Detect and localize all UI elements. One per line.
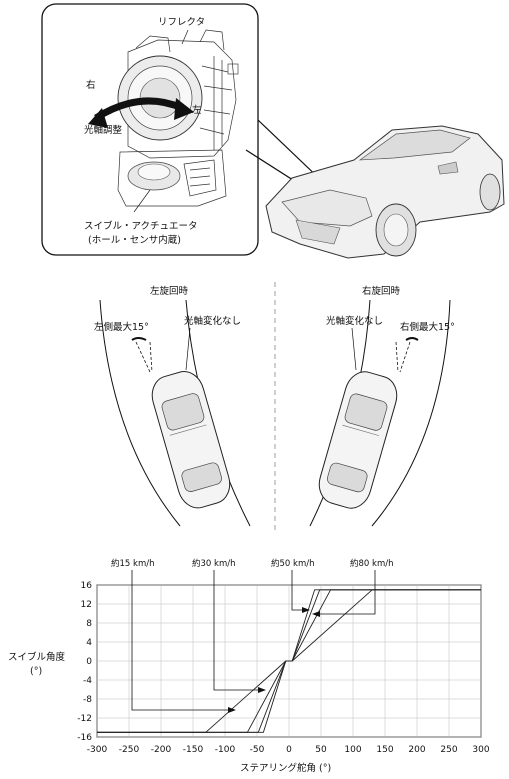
x-tick-labels: -300 -250 -200 -150 -100 -50 0 50 100 150 200 250 30… [87,745,490,755]
left-turn-diagram: 左旋回時 左側最大15° 光軸変化なし [94,285,251,527]
x-tick-label: -250 [119,745,140,755]
y-tick-label: 4 [86,638,92,648]
right-turn-title: 右旋回時 [362,285,401,297]
y-axis-unit: (°) [30,666,42,677]
x-tick-label: 200 [408,745,425,755]
left-turn-title: 左旋回時 [150,285,189,297]
callout-leaders [131,570,376,711]
right-turn-car-icon [318,371,398,509]
right-max-label: 右側最大15° [400,321,455,333]
x-tick-label: 300 [472,745,489,755]
y-tick-label: 8 [86,619,92,629]
series-label-50kmh: 約50 km/h [271,558,314,569]
beam-center-line [149,341,153,373]
swivel-angle-chart: -300 -250 -200 -150 -100 -50 0 50 100 150 200 250 30… [8,558,490,774]
road-outer-edge [371,299,451,527]
beam-max-line [135,341,151,373]
road-inner-edge [99,299,181,527]
rotation-arrow-icon [88,97,194,128]
series-label-80kmh: 約80 km/h [350,558,393,569]
x-tick-label: -100 [215,745,236,755]
beam-max-line [399,341,411,373]
left-direction-label: 左 [192,104,202,116]
axis-adjust-label: 光軸調整 [84,124,123,136]
y-tick-label: 16 [81,581,93,591]
left-turn-car-icon [151,371,231,509]
actuator-sub-label: (ホール・センサ内蔵) [88,234,181,246]
x-tick-label: -200 [151,745,172,755]
left-nochange-label: 光軸変化なし [184,315,241,327]
y-tick-label: 0 [86,657,92,667]
series-label-15kmh: 約15 km/h [111,558,154,569]
right-turn-diagram: 右旋回時 光軸変化なし 右側最大15° [309,285,455,527]
left-max-label: 左側最大15° [94,321,149,333]
y-tick-labels: 16 12 8 4 0 -4 -8 -12 -16 [77,581,92,743]
series-lines [97,589,481,733]
y-tick-label: -4 [83,676,92,686]
nochange-leader [351,327,357,371]
series-label-30kmh: 約30 km/h [192,558,235,569]
x-tick-label: -50 [250,745,265,755]
y-tick-label: 12 [81,600,92,610]
y-tick-label: -12 [77,714,92,724]
right-nochange-label: 光軸変化なし [326,315,383,327]
beam-center-line [395,341,399,373]
grid-lines [96,584,482,738]
y-axis-label: スイブル角度 [8,651,66,663]
x-tick-label: 50 [315,745,327,755]
actuator-label: スイブル・アクチュエータ [84,220,198,232]
x-axis-label: ステアリング舵角 (°) [240,762,331,774]
swivel-arc-icon [405,337,419,341]
x-tick-label: 150 [376,745,393,755]
callout-arrowheads [228,607,320,713]
car-illustration [265,125,505,259]
reflector-label: リフレクタ [158,17,205,28]
headlamp-unit-illustration [117,29,239,213]
swivel-arc-icon [131,337,147,341]
series-line-4 [97,589,481,733]
x-tick-label: -300 [87,745,108,755]
nochange-leader [185,327,191,371]
headlamp-unit-panel: リフレクタ 右 左 光軸調整 スイブル・アクチュエータ (ホール・センサ内蔵) [41,3,347,256]
y-tick-label: -16 [77,733,92,743]
x-tick-label: -150 [183,745,204,755]
x-tick-label: 250 [440,745,457,755]
x-tick-label: 0 [286,745,292,755]
y-tick-label: -8 [83,695,92,705]
x-tick-label: 100 [344,745,361,755]
right-direction-label: 右 [86,79,96,91]
